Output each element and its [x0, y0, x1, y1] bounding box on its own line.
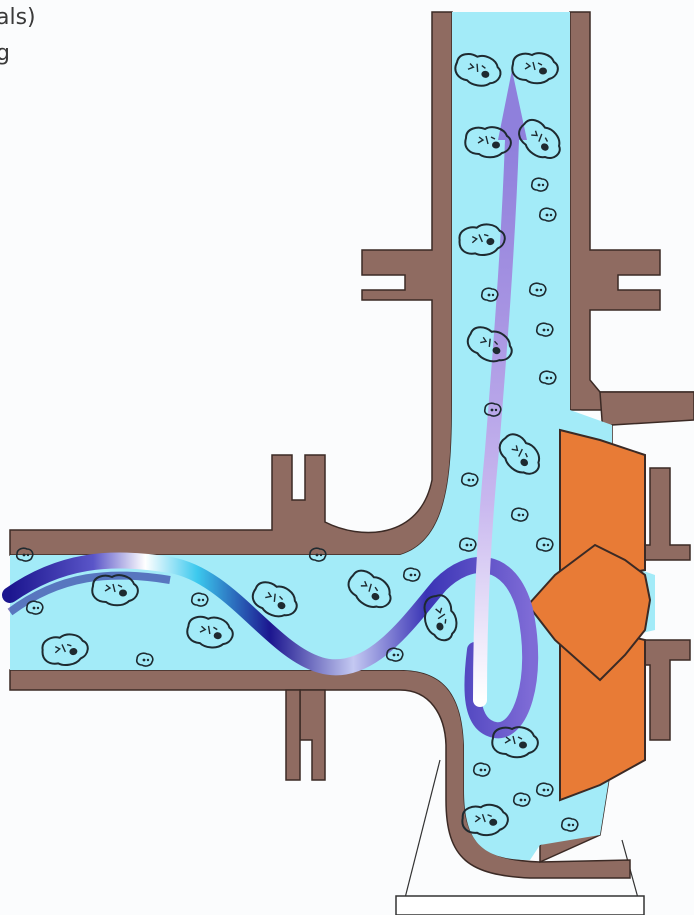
- inlet-flange-lower: [300, 690, 325, 780]
- inlet-flange-lower-left: [286, 690, 300, 780]
- discharge-pipe-left-wall: [10, 12, 452, 555]
- discharge-pipe-right-wall: [570, 12, 694, 410]
